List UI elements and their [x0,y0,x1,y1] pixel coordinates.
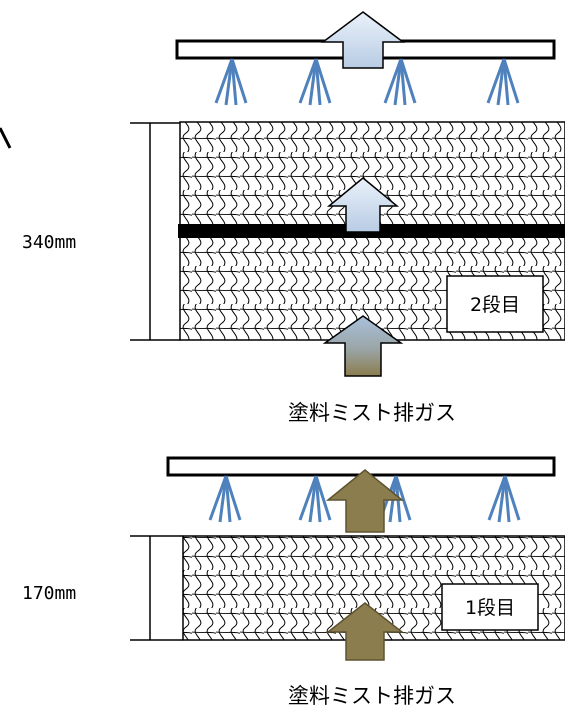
stage-label-1: 1段目 [465,597,515,619]
height-label-170: 170mm [22,583,76,604]
exhaust-gas-label-2: 塗料ミスト排ガス [288,401,456,425]
stage1-group: 170mm 1段目 塗料ミスト排ガス [22,456,565,708]
spray-nozzle-icon [298,57,332,107]
up-arrow-icon [322,315,404,377]
spray-nozzle-icon [383,57,417,107]
up-arrow-icon [326,177,400,233]
up-arrow-icon [320,11,406,69]
height-label-340: 340mm [22,232,76,253]
exhaust-gas-label-1: 塗料ミスト排ガス [288,684,456,708]
stage-label-box-1 [441,583,539,631]
up-arrow-icon [325,469,405,533]
spray-nozzle-icon [298,474,332,524]
spray-nozzle-icon [487,474,521,524]
stage-label-2: 2段目 [470,294,520,316]
spray-nozzle-icon [214,57,248,107]
edge-mark [0,127,12,149]
stage2-group: 340mm 2段目 塗料ミスト排ガス [22,11,565,425]
spray-nozzle-icon [208,474,242,524]
up-arrow-icon [325,602,405,661]
spray-nozzle-icon [486,57,520,107]
stage-label-box-2 [446,275,544,333]
